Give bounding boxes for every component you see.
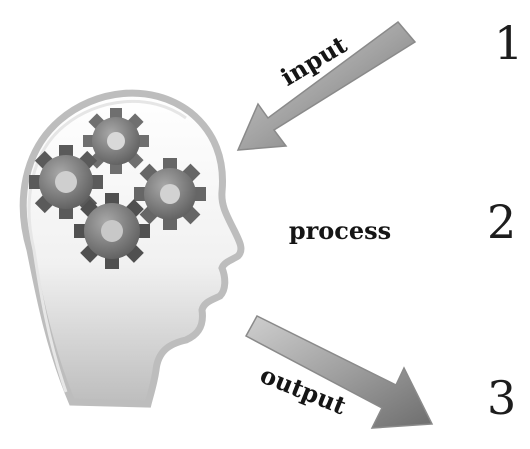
gear-icon xyxy=(134,158,206,230)
process-label: process xyxy=(289,216,391,245)
step-number-2: 2 xyxy=(487,195,516,249)
gear-bottom xyxy=(74,193,150,269)
gear-icon xyxy=(74,193,150,269)
gear-right xyxy=(134,158,206,230)
step-number-3: 3 xyxy=(487,371,516,425)
step-number-1: 1 xyxy=(494,16,523,70)
output-arrow-icon xyxy=(244,315,434,429)
input-arrow-icon xyxy=(236,20,417,151)
